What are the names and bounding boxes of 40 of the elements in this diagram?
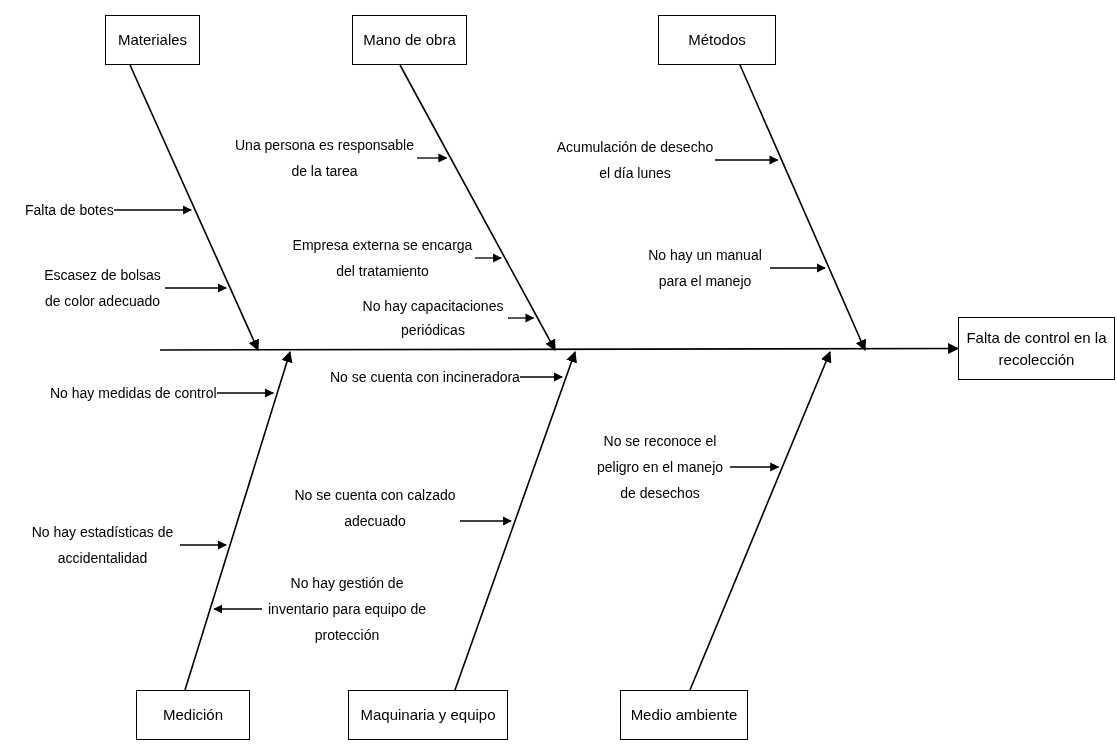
cause-text: No hay gestión de inventario para equipo de protección	[262, 570, 432, 648]
category-box: Maquinaria y equipo	[348, 690, 508, 740]
cause-text: Empresa externa se encarga del tratamiento	[290, 232, 475, 284]
category-box: Medio ambiente	[620, 690, 748, 740]
cause-text: No hay estadísticas de accidentalidad	[25, 519, 180, 571]
arrow	[113, 205, 193, 215]
category-box: Medición	[136, 690, 250, 740]
bone-arrow	[689, 350, 832, 691]
bone-arrow	[184, 350, 293, 691]
cause-text: No hay un manual para el manejo	[640, 242, 770, 294]
arrow	[416, 153, 448, 163]
cause-text: Acumulación de desecho el día lunes	[555, 134, 715, 186]
spine-arrow	[159, 342, 960, 355]
category-box: Materiales	[105, 15, 200, 65]
arrow	[729, 462, 780, 472]
cause-text: No hay medidas de control	[50, 380, 217, 406]
arrow	[179, 540, 227, 550]
bone-arrow	[399, 64, 556, 351]
effect-box: Falta de control en la recolección	[958, 317, 1115, 380]
cause-text: Falta de botes	[25, 197, 114, 223]
bone-arrow	[739, 64, 867, 352]
arrow	[769, 263, 826, 273]
bone-arrow	[454, 350, 577, 691]
arrow	[519, 372, 564, 382]
arrow	[507, 313, 535, 323]
arrow	[216, 388, 275, 398]
arrow	[164, 283, 228, 293]
cause-text: No se cuenta con incineradora	[330, 364, 520, 390]
arrow	[213, 604, 263, 614]
cause-text: No se cuenta con calzado adecuado	[290, 482, 460, 534]
arrow	[459, 516, 512, 526]
category-box: Mano de obra	[352, 15, 467, 65]
cause-text: No hay capacitaciones periódicas	[358, 294, 508, 342]
cause-text: Una persona es responsable de la tarea	[232, 132, 417, 184]
cause-text: No se reconoce el peligro en el manejo de desechos	[590, 428, 730, 506]
bone-arrow	[129, 64, 259, 351]
arrow	[474, 253, 502, 263]
arrow	[714, 155, 779, 165]
cause-text: Escasez de bolsas de color adecuado	[40, 262, 165, 314]
category-box: Métodos	[658, 15, 776, 65]
